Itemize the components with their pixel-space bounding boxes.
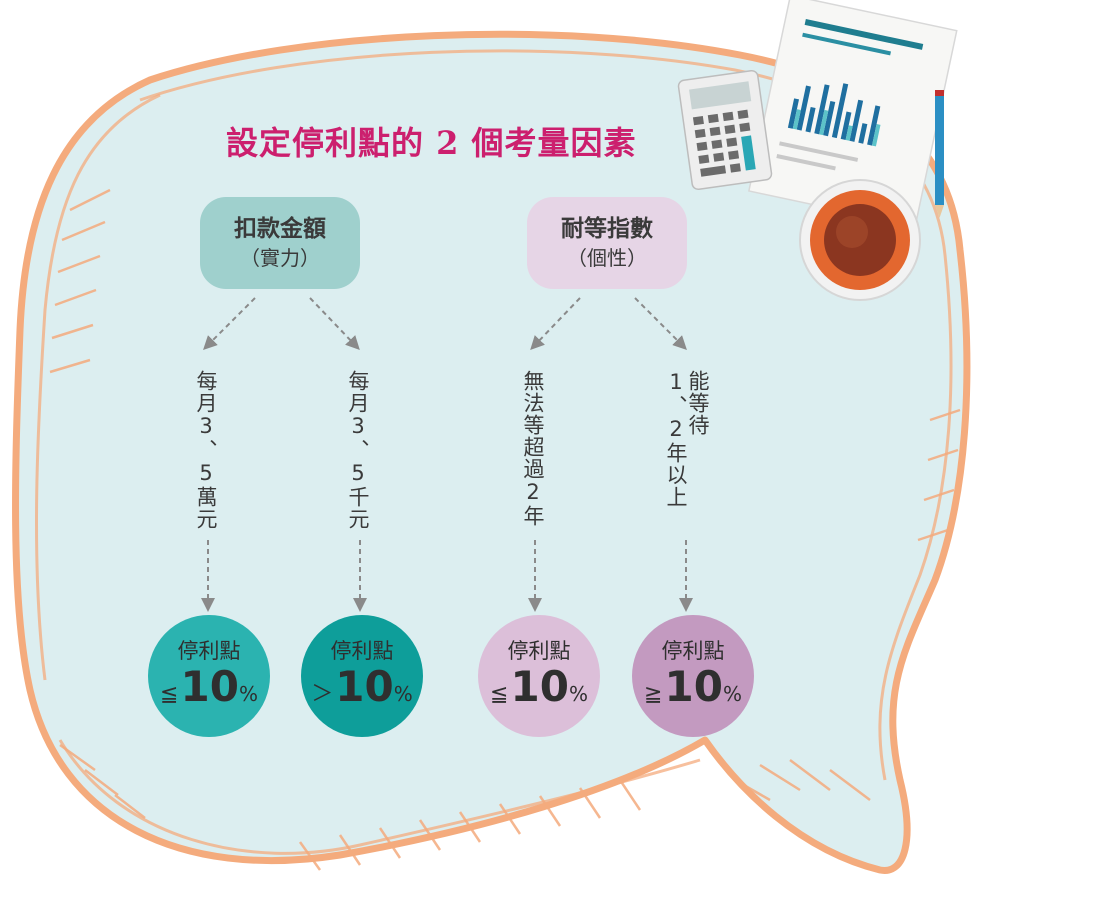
result-label: 停利點 xyxy=(177,639,241,663)
result-symbol: ≦ xyxy=(490,682,509,707)
factor-subtitle: （個性） xyxy=(567,246,647,270)
factor-subtitle: （實力） xyxy=(240,246,320,270)
result-circle: 停利點 ＞10% xyxy=(301,615,423,737)
calculator-icon xyxy=(677,69,773,191)
factor-name: 扣款金額 xyxy=(234,216,326,242)
result-symbol: ＞ xyxy=(311,682,334,707)
result-circle: 停利點 ≦10% xyxy=(148,615,270,737)
result-symbol: ≧ xyxy=(644,682,663,707)
pencil-icon xyxy=(935,90,944,218)
result-symbol: ≦ xyxy=(160,682,179,707)
result-value: 10 xyxy=(335,662,394,711)
result-unit: % xyxy=(238,682,258,706)
result-label: 停利點 xyxy=(330,639,394,663)
condition-text: 每月3、5千元 xyxy=(346,370,370,530)
condition-text-line: 1、2年以上 xyxy=(664,370,688,508)
result-value: 10 xyxy=(664,662,723,711)
result-circle: 停利點 ≦10% xyxy=(478,615,600,737)
connector-arrows xyxy=(201,297,693,612)
factor-box-amount: 扣款金額 （實力） xyxy=(200,197,360,289)
result-unit: % xyxy=(722,682,742,706)
coffee-cup-icon xyxy=(799,179,921,301)
diagram-title: 設定停利點的 2 個考量因素 xyxy=(226,124,637,162)
result-value: 10 xyxy=(510,662,569,711)
factor-name: 耐等指數 xyxy=(561,216,653,242)
result-label: 停利點 xyxy=(507,639,571,663)
result-unit: % xyxy=(393,682,413,706)
result-circle: 停利點 ≧10% xyxy=(632,615,754,737)
condition-text: 每月3、5萬元 xyxy=(194,370,218,530)
factor-box-patience: 耐等指數 （個性） xyxy=(527,197,687,289)
result-unit: % xyxy=(568,682,588,706)
result-label: 停利點 xyxy=(661,639,725,663)
result-value: 10 xyxy=(180,662,239,711)
chart-paper-icon xyxy=(747,0,958,228)
condition-text: 無法等超過2年 xyxy=(521,370,545,527)
